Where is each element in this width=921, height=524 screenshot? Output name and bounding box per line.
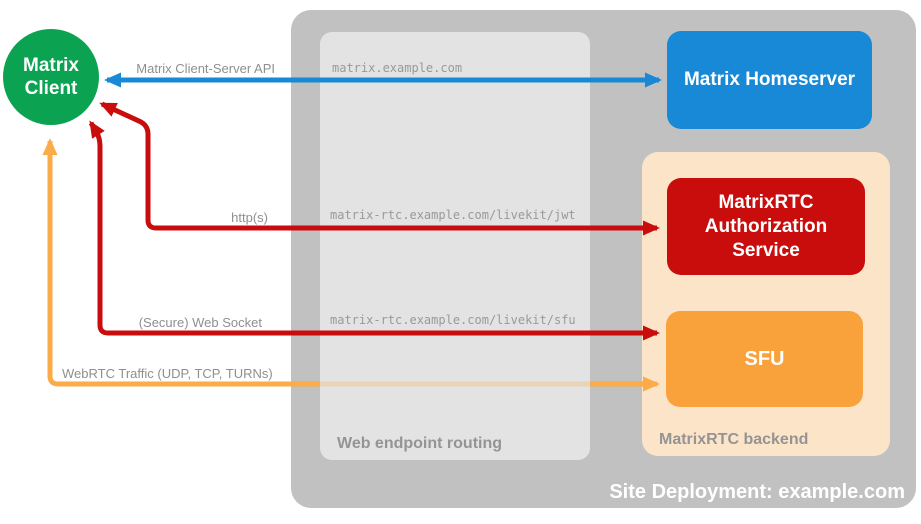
web-socket-arrow-label: (Secure) Web Socket: [138, 315, 262, 330]
matrixrtc-authorization-service-node: MatrixRTC Authorization Service: [667, 178, 865, 275]
matrix-homeserver-node: Matrix Homeserver: [667, 31, 872, 129]
sfu-node: SFU: [666, 311, 863, 407]
matrix-client-node: Matrix Client: [3, 29, 99, 125]
homeserver-host-route: matrix.example.com: [332, 61, 463, 75]
webrtc-traffic-arrow: [42, 138, 320, 387]
livekit-sfu-route: matrix-rtc.example.com/livekit/sfu: [330, 313, 576, 327]
client-server-api-arrow-label: Matrix Client-Server API: [136, 61, 275, 76]
sfu-label: SFU: [744, 348, 785, 370]
matrix-homeserver-label: Matrix Homeserver: [683, 69, 856, 90]
web-endpoint-routing-caption: Web endpoint routing: [337, 435, 503, 452]
livekit-jwt-route: matrix-rtc.example.com/livekit/jwt: [330, 208, 576, 222]
matrix-client-label: Matrix Client: [23, 55, 79, 99]
matrixrtc-authorization-service-label: MatrixRTC Authorization Service: [704, 191, 828, 261]
site-deployment-caption: Site Deployment: example.com: [609, 481, 905, 503]
matrixrtc-backend-caption: MatrixRTC backend: [659, 431, 809, 448]
https-arrow-label: http(s): [231, 210, 268, 225]
webrtc-traffic-arrow-label: WebRTC Traffic (UDP, TCP, TURNs): [62, 366, 273, 381]
web-endpoint-routing-container: [320, 32, 590, 460]
